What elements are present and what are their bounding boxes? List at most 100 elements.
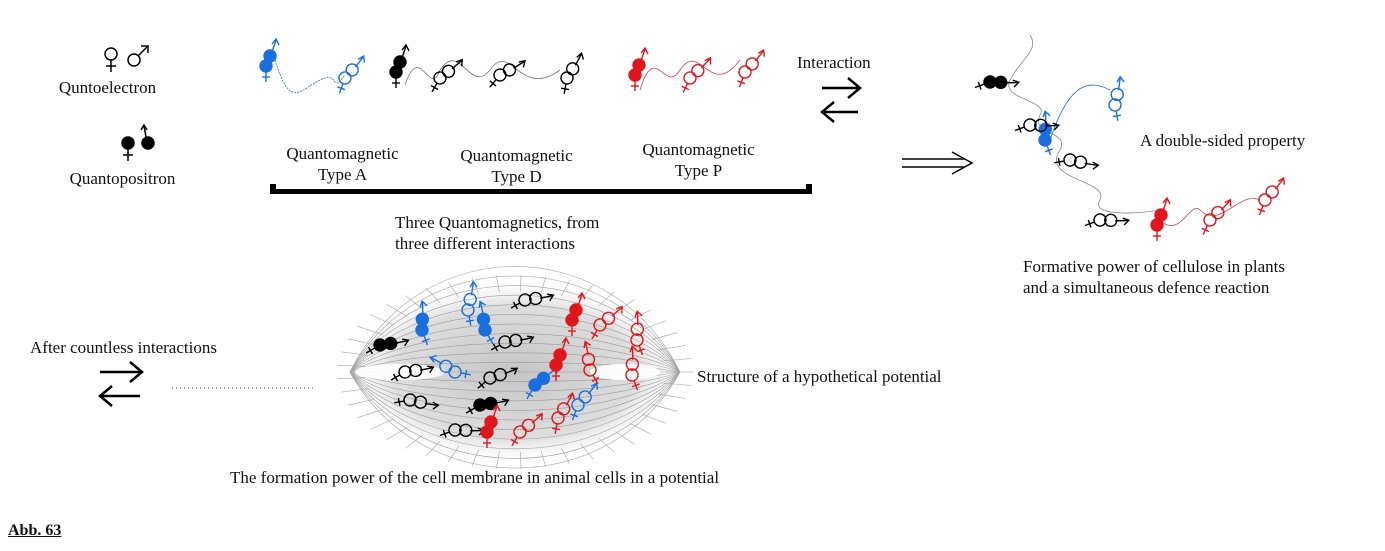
type-d-line2: Type D <box>491 167 542 186</box>
field-ray <box>598 438 615 453</box>
field-ray <box>580 284 594 301</box>
field-ray <box>425 441 441 457</box>
field-ray <box>651 332 678 340</box>
cellulose-caption-line2: and a simultaneous defence reaction <box>1023 278 1270 297</box>
field-line <box>349 285 681 373</box>
type-p-line2: Type P <box>674 161 723 180</box>
wave-type-a <box>274 59 346 93</box>
type-d-particle-triple <box>560 51 585 94</box>
field-line <box>349 371 681 411</box>
positron-symbols <box>121 123 155 161</box>
type-d-particle-open-2 <box>489 59 526 88</box>
field-ray <box>405 434 423 449</box>
figure-label: Abb. 63 <box>8 522 62 539</box>
field-particle-5 <box>490 333 535 352</box>
right-particle-blue-filled <box>1038 109 1053 156</box>
field-particle-19 <box>480 403 501 448</box>
right-particle-red <box>1150 196 1171 241</box>
field-particle-2 <box>461 280 478 326</box>
field-ray <box>615 431 635 445</box>
type-a-line2: Type A <box>317 165 368 184</box>
field-particle-15 <box>625 344 640 391</box>
field-ray <box>496 275 500 293</box>
field-ray <box>471 449 479 467</box>
field-ray <box>370 314 394 326</box>
field-particle-11 <box>477 367 519 389</box>
field-particle-14 <box>581 340 600 385</box>
wave-right <box>1008 34 1161 214</box>
field-ray <box>663 358 692 362</box>
type-a-particle-filled <box>259 37 280 82</box>
double-sided-label: A double-sided property <box>1140 131 1306 150</box>
cellulose-caption-line1: Formative power of cellulose in plants <box>1023 257 1286 276</box>
field-line <box>349 352 681 373</box>
field-particles <box>365 280 645 448</box>
field-ray <box>659 393 687 400</box>
field-ray <box>561 279 571 297</box>
field-ray <box>659 344 687 351</box>
field-particle-10 <box>428 354 471 379</box>
field-ray <box>651 404 678 412</box>
field-ray <box>337 364 366 367</box>
field-line <box>349 371 681 392</box>
right-particle-black <box>974 75 1021 90</box>
type-d-label: Quantomagnetic Type D <box>444 145 589 187</box>
membrane-caption: The formation power of the cell membrane… <box>230 468 720 487</box>
field-ray <box>337 377 366 380</box>
type-d-particle-open <box>430 58 463 93</box>
wave-right-red <box>1159 197 1261 227</box>
field-particle-13 <box>549 336 570 381</box>
field-particle-8 <box>630 309 645 356</box>
field-ray <box>448 446 460 463</box>
type-a-label: Quantomagnetic Type A <box>270 143 415 185</box>
field-particle-0 <box>365 336 410 355</box>
field-particle-22 <box>570 381 599 421</box>
right-particle-triple <box>1084 213 1131 228</box>
after-arrows-icon <box>98 361 144 407</box>
bracket-caption-line1: Three Quantomagnetics, from <box>395 213 600 232</box>
field-ray <box>598 291 615 306</box>
wave-type-p <box>639 59 741 91</box>
particle-groups <box>259 37 1286 241</box>
field-ray <box>370 418 394 430</box>
type-p-particle-open-2 <box>737 48 766 88</box>
quntoelectron-label: Quntoelectron <box>58 78 157 97</box>
field-ray <box>340 388 369 393</box>
field-particle-20 <box>510 412 543 447</box>
implies-arrow-icon <box>902 151 974 175</box>
field-ray <box>629 423 652 435</box>
female-symbol-icon <box>104 47 118 72</box>
field-ray <box>386 427 408 440</box>
type-d-line1: Quantomagnetic <box>460 146 573 165</box>
field-line <box>349 371 681 459</box>
type-p-particle-filled <box>628 46 649 91</box>
field-ray <box>561 447 571 465</box>
field-line <box>349 275 681 373</box>
type-d-particle-filled <box>389 43 410 88</box>
type-bracket <box>270 184 812 194</box>
type-a-line1: Quantomagnetic <box>286 144 399 163</box>
after-interactions-label: After countless interactions <box>30 338 217 357</box>
right-particle-blue <box>1108 75 1125 121</box>
field-ray <box>519 451 522 469</box>
field-particle-7 <box>590 305 623 340</box>
field-line <box>349 371 681 421</box>
type-p-particle-open <box>681 56 712 93</box>
field-particle-16 <box>394 393 440 410</box>
field-particle-21 <box>551 391 576 434</box>
field-particle-1 <box>415 299 430 346</box>
electron-symbols <box>104 45 149 72</box>
field-line <box>349 333 681 373</box>
interaction-label: Interaction <box>797 53 871 72</box>
bracket-caption-line2: three different interactions <box>395 234 575 253</box>
wave-connectors <box>274 34 1261 227</box>
type-p-label: Quantomagnetic Type P <box>626 139 771 181</box>
wave-type-d <box>404 60 561 86</box>
field-line <box>349 371 681 402</box>
field-ray <box>340 351 369 356</box>
field-line <box>349 371 681 440</box>
field-ray <box>642 320 667 330</box>
field-particle-4 <box>510 291 555 310</box>
field-ray <box>540 450 547 468</box>
